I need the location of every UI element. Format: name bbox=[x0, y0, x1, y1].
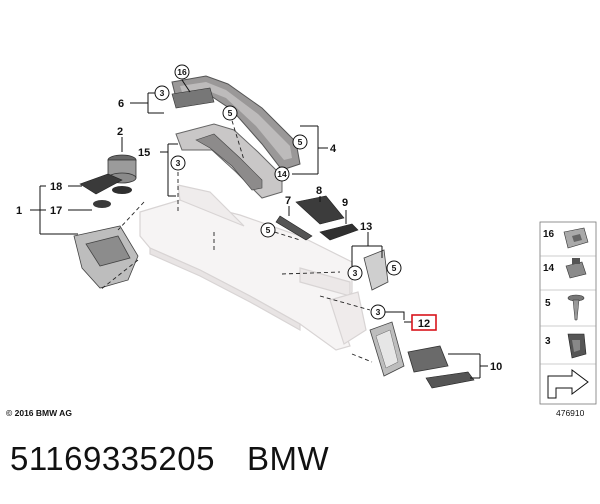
callout-circle-5d: 5 bbox=[386, 260, 402, 276]
part-caption: 51169335205 BMW bbox=[10, 440, 361, 478]
svg-text:5: 5 bbox=[228, 108, 233, 118]
legend-label-16: 16 bbox=[543, 229, 555, 240]
svg-text:3: 3 bbox=[160, 88, 165, 98]
callout-15: 15 bbox=[138, 147, 150, 159]
drawer-10 bbox=[407, 345, 475, 389]
callout-7: 7 bbox=[285, 195, 291, 207]
callout-1: 1 bbox=[16, 205, 22, 217]
callout-2: 2 bbox=[117, 126, 123, 138]
storage-tray bbox=[73, 225, 139, 289]
svg-text:3: 3 bbox=[176, 158, 181, 168]
svg-text:12: 12 bbox=[418, 318, 430, 330]
callout-circle-5a: 5 bbox=[222, 105, 238, 121]
rubber-mat-17 bbox=[93, 200, 111, 208]
svg-text:5: 5 bbox=[392, 263, 397, 273]
svg-text:14: 14 bbox=[277, 169, 287, 179]
arrow-icon bbox=[547, 369, 589, 399]
svg-text:16: 16 bbox=[177, 67, 187, 77]
copyright-text: © 2016 BMW AG bbox=[6, 408, 72, 418]
svg-text:5: 5 bbox=[298, 137, 303, 147]
cover-9 bbox=[319, 223, 359, 241]
cover-7 bbox=[275, 215, 313, 241]
callout-17: 17 bbox=[50, 205, 62, 217]
callout-6: 6 bbox=[118, 98, 124, 110]
bracket-13 bbox=[363, 249, 389, 291]
callout-circle-5c: 5 bbox=[260, 222, 276, 238]
clip-nut-icon bbox=[563, 227, 589, 249]
screw-icon bbox=[567, 294, 585, 321]
legend-label-14: 14 bbox=[543, 263, 555, 274]
fastener-legend: 16 14 5 3 bbox=[539, 221, 597, 405]
part-number: 51169335205 bbox=[10, 440, 215, 477]
callout-circle-3c: 3 bbox=[347, 265, 363, 281]
callout-13: 13 bbox=[360, 221, 372, 233]
brand-name: BMW bbox=[246, 440, 330, 477]
cover-8 bbox=[295, 195, 345, 225]
callout-4: 4 bbox=[330, 143, 337, 155]
legend-label-5: 5 bbox=[545, 298, 551, 309]
shifter-trim-panel bbox=[175, 123, 283, 199]
callout-circle-5b: 5 bbox=[292, 134, 308, 150]
center-console bbox=[139, 184, 367, 351]
callout-9: 9 bbox=[342, 197, 348, 209]
dashed-guides bbox=[99, 113, 373, 363]
expanding-nut-icon bbox=[565, 258, 587, 279]
rubber-mat-18 bbox=[79, 173, 132, 195]
svg-text:5: 5 bbox=[266, 225, 271, 235]
leader-lines bbox=[30, 79, 488, 379]
callout-circle-3a: 3 bbox=[154, 85, 170, 101]
frame-12 bbox=[369, 321, 405, 377]
callout-circle-16: 16 bbox=[174, 64, 190, 80]
callout-circle-14: 14 bbox=[274, 166, 290, 182]
svg-text:3: 3 bbox=[353, 268, 358, 278]
callout-circle-3b: 3 bbox=[170, 155, 186, 171]
clip-icon bbox=[567, 333, 587, 359]
svg-text:3: 3 bbox=[376, 307, 381, 317]
image-number: 476910 bbox=[556, 408, 585, 418]
highlighted-callout-12[interactable]: 12 bbox=[411, 314, 437, 331]
callout-18: 18 bbox=[50, 181, 62, 193]
callout-8: 8 bbox=[316, 185, 322, 197]
exploded-parts-diagram: 6 2 15 4 18 17 1 7 8 9 13 10 16 3 5 5 bbox=[16, 64, 597, 405]
upper-trim-panel bbox=[171, 75, 301, 171]
callout-10: 10 bbox=[490, 361, 502, 373]
callout-circle-3d: 3 bbox=[370, 304, 386, 320]
legend-label-3: 3 bbox=[545, 336, 551, 347]
